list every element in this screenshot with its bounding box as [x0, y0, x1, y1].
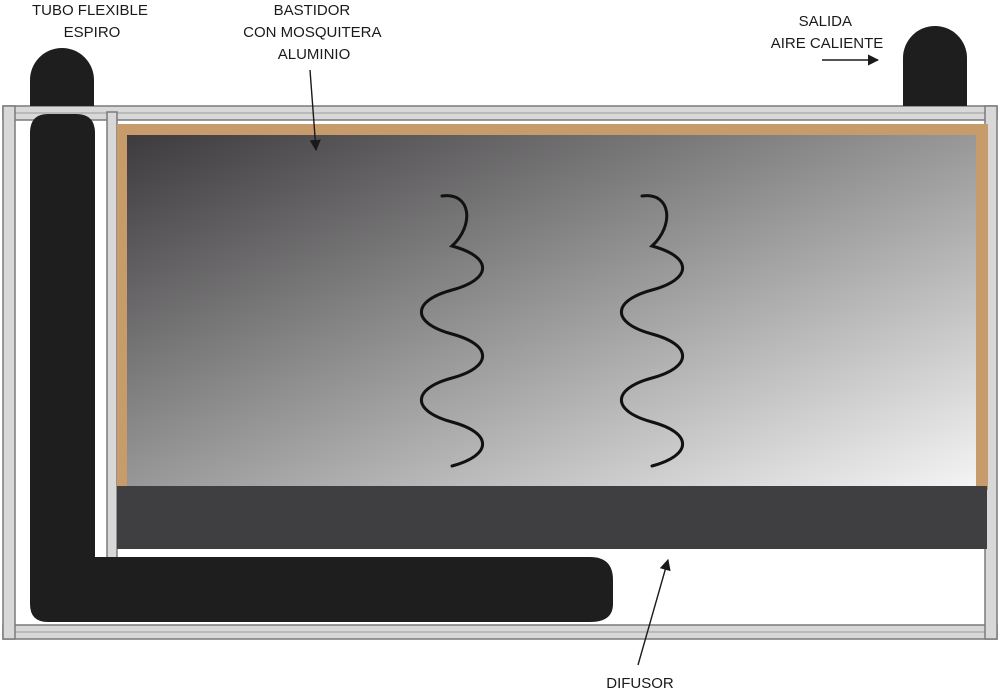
outer-frame — [2, 105, 998, 640]
frame-inner-post — [106, 111, 118, 559]
heating-coil-right — [620, 194, 684, 468]
wood-frame-left — [117, 124, 127, 490]
flexible-tube — [30, 48, 613, 622]
tube-body — [30, 114, 613, 622]
frame-left-post — [2, 105, 16, 640]
tube-top-cap — [30, 48, 94, 106]
arrow-difusor — [637, 558, 671, 666]
wood-frame — [117, 124, 988, 490]
wood-frame-top — [117, 124, 988, 135]
diffuser-bar — [117, 486, 987, 549]
arrow-bastidor — [309, 69, 321, 152]
wood-frame-right — [976, 124, 988, 490]
label-salida: SALIDA AIRE CALIENTE — [771, 13, 884, 52]
mesh-panel — [127, 135, 976, 487]
label-tubo: TUBO FLEXIBLE ESPIRO — [32, 2, 152, 41]
label-difusor: DIFUSOR — [606, 675, 674, 692]
hot-air-outlet — [903, 26, 967, 106]
label-bastidor: BASTIDOR CON MOSQUITERA ALUMINIO — [243, 2, 385, 63]
heating-coil-left — [420, 194, 484, 468]
